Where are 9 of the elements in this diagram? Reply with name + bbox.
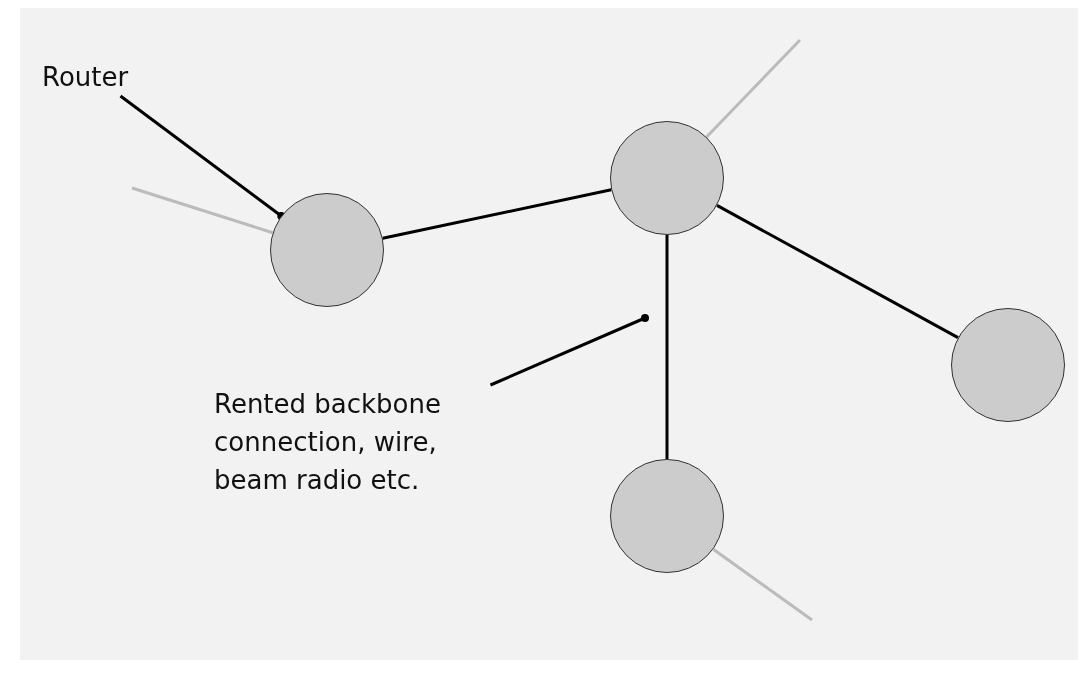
leader-line xyxy=(489,314,649,387)
link-line xyxy=(131,186,274,235)
callout-label: Router xyxy=(42,58,148,96)
link-line xyxy=(716,204,959,339)
link-line xyxy=(382,188,612,240)
link-line xyxy=(705,38,802,138)
link-line xyxy=(712,548,813,622)
link-line xyxy=(665,235,669,459)
callout-label: Rented backbone connection, wire, beam radio etc. xyxy=(214,385,504,499)
